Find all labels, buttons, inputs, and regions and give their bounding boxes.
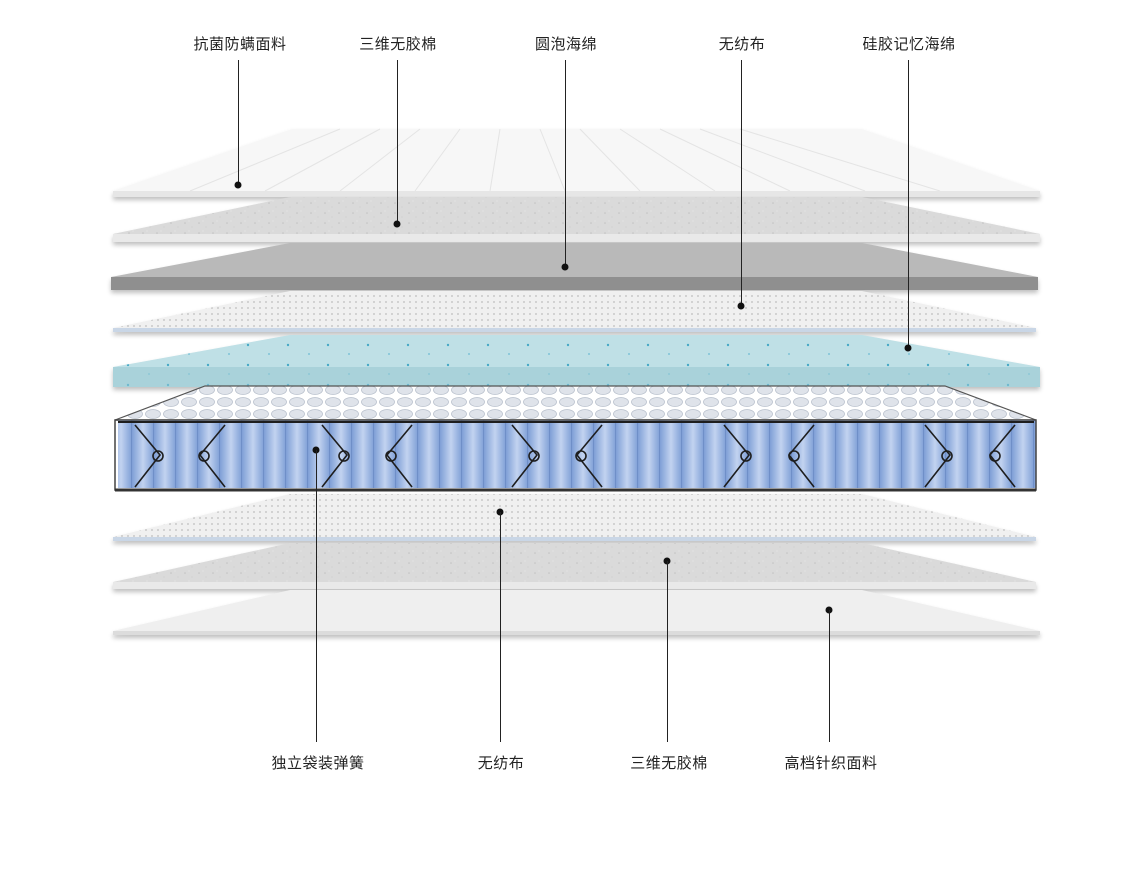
leader-3d-cotton-top [397,60,398,224]
layer-3d-cotton-top [113,197,1040,242]
dot-memory-foam [904,344,912,352]
layer-nonwoven-bottom [113,494,1036,541]
leader-3d-cotton-bottom [667,561,668,742]
dot-round-foam [561,263,569,271]
label-antibacterial-fabric: 抗菌防螨面料 [193,35,287,53]
label-3d-cotton-bottom: 三维无胶棉 [630,754,708,772]
label-nonwoven-bottom: 无纺布 [477,754,525,772]
label-nonwoven-top: 无纺布 [718,35,766,53]
leader-pocket-springs [316,450,317,742]
leader-antibacterial-fabric [238,60,239,185]
layer-nonwoven-top [113,291,1036,332]
dot-nonwoven-top [737,302,745,310]
layer-3d-cotton-bottom [113,543,1036,589]
leader-memory-foam [908,60,909,348]
label-3d-cotton-top: 三维无胶棉 [359,35,437,53]
label-pocket-springs: 独立袋装弹簧 [271,754,365,772]
dot-antibacterial-fabric [234,181,242,189]
layer-knit-fabric [113,590,1040,635]
leader-nonwoven-bottom [500,512,501,742]
dot-3d-cotton-top [393,220,401,228]
layer-pocket-springs [114,385,1037,492]
layer-antibacterial-fabric [113,128,1040,197]
label-memory-foam: 硅胶记忆海绵 [862,35,956,53]
label-knit-fabric: 高档针织面料 [784,754,878,772]
layer-round-foam [111,243,1038,290]
layer-memory-foam [113,335,1040,387]
leader-knit-fabric [829,610,830,742]
leader-nonwoven-top [741,60,742,306]
leader-round-foam [565,60,566,267]
label-round-foam: 圆泡海绵 [534,35,598,53]
